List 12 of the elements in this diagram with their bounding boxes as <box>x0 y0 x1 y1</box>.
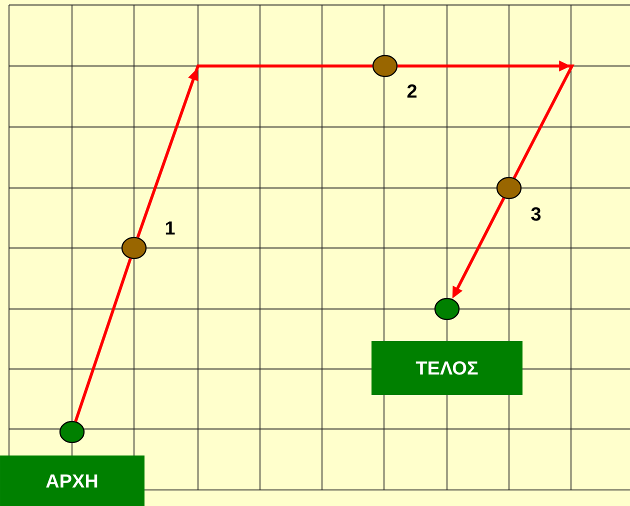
point-number: 2 <box>407 84 417 98</box>
label-box: ΑΡΧΗ <box>0 455 144 506</box>
label-box: ΤΕΛΟΣ <box>372 340 522 395</box>
point-number: 3 <box>531 207 541 221</box>
point-number: 1 <box>166 221 175 235</box>
dot <box>434 298 460 320</box>
dot <box>372 54 398 78</box>
dot <box>496 176 522 200</box>
arrow <box>136 64 372 238</box>
arrow <box>398 60 574 179</box>
dot <box>59 420 85 444</box>
dot <box>121 236 147 260</box>
